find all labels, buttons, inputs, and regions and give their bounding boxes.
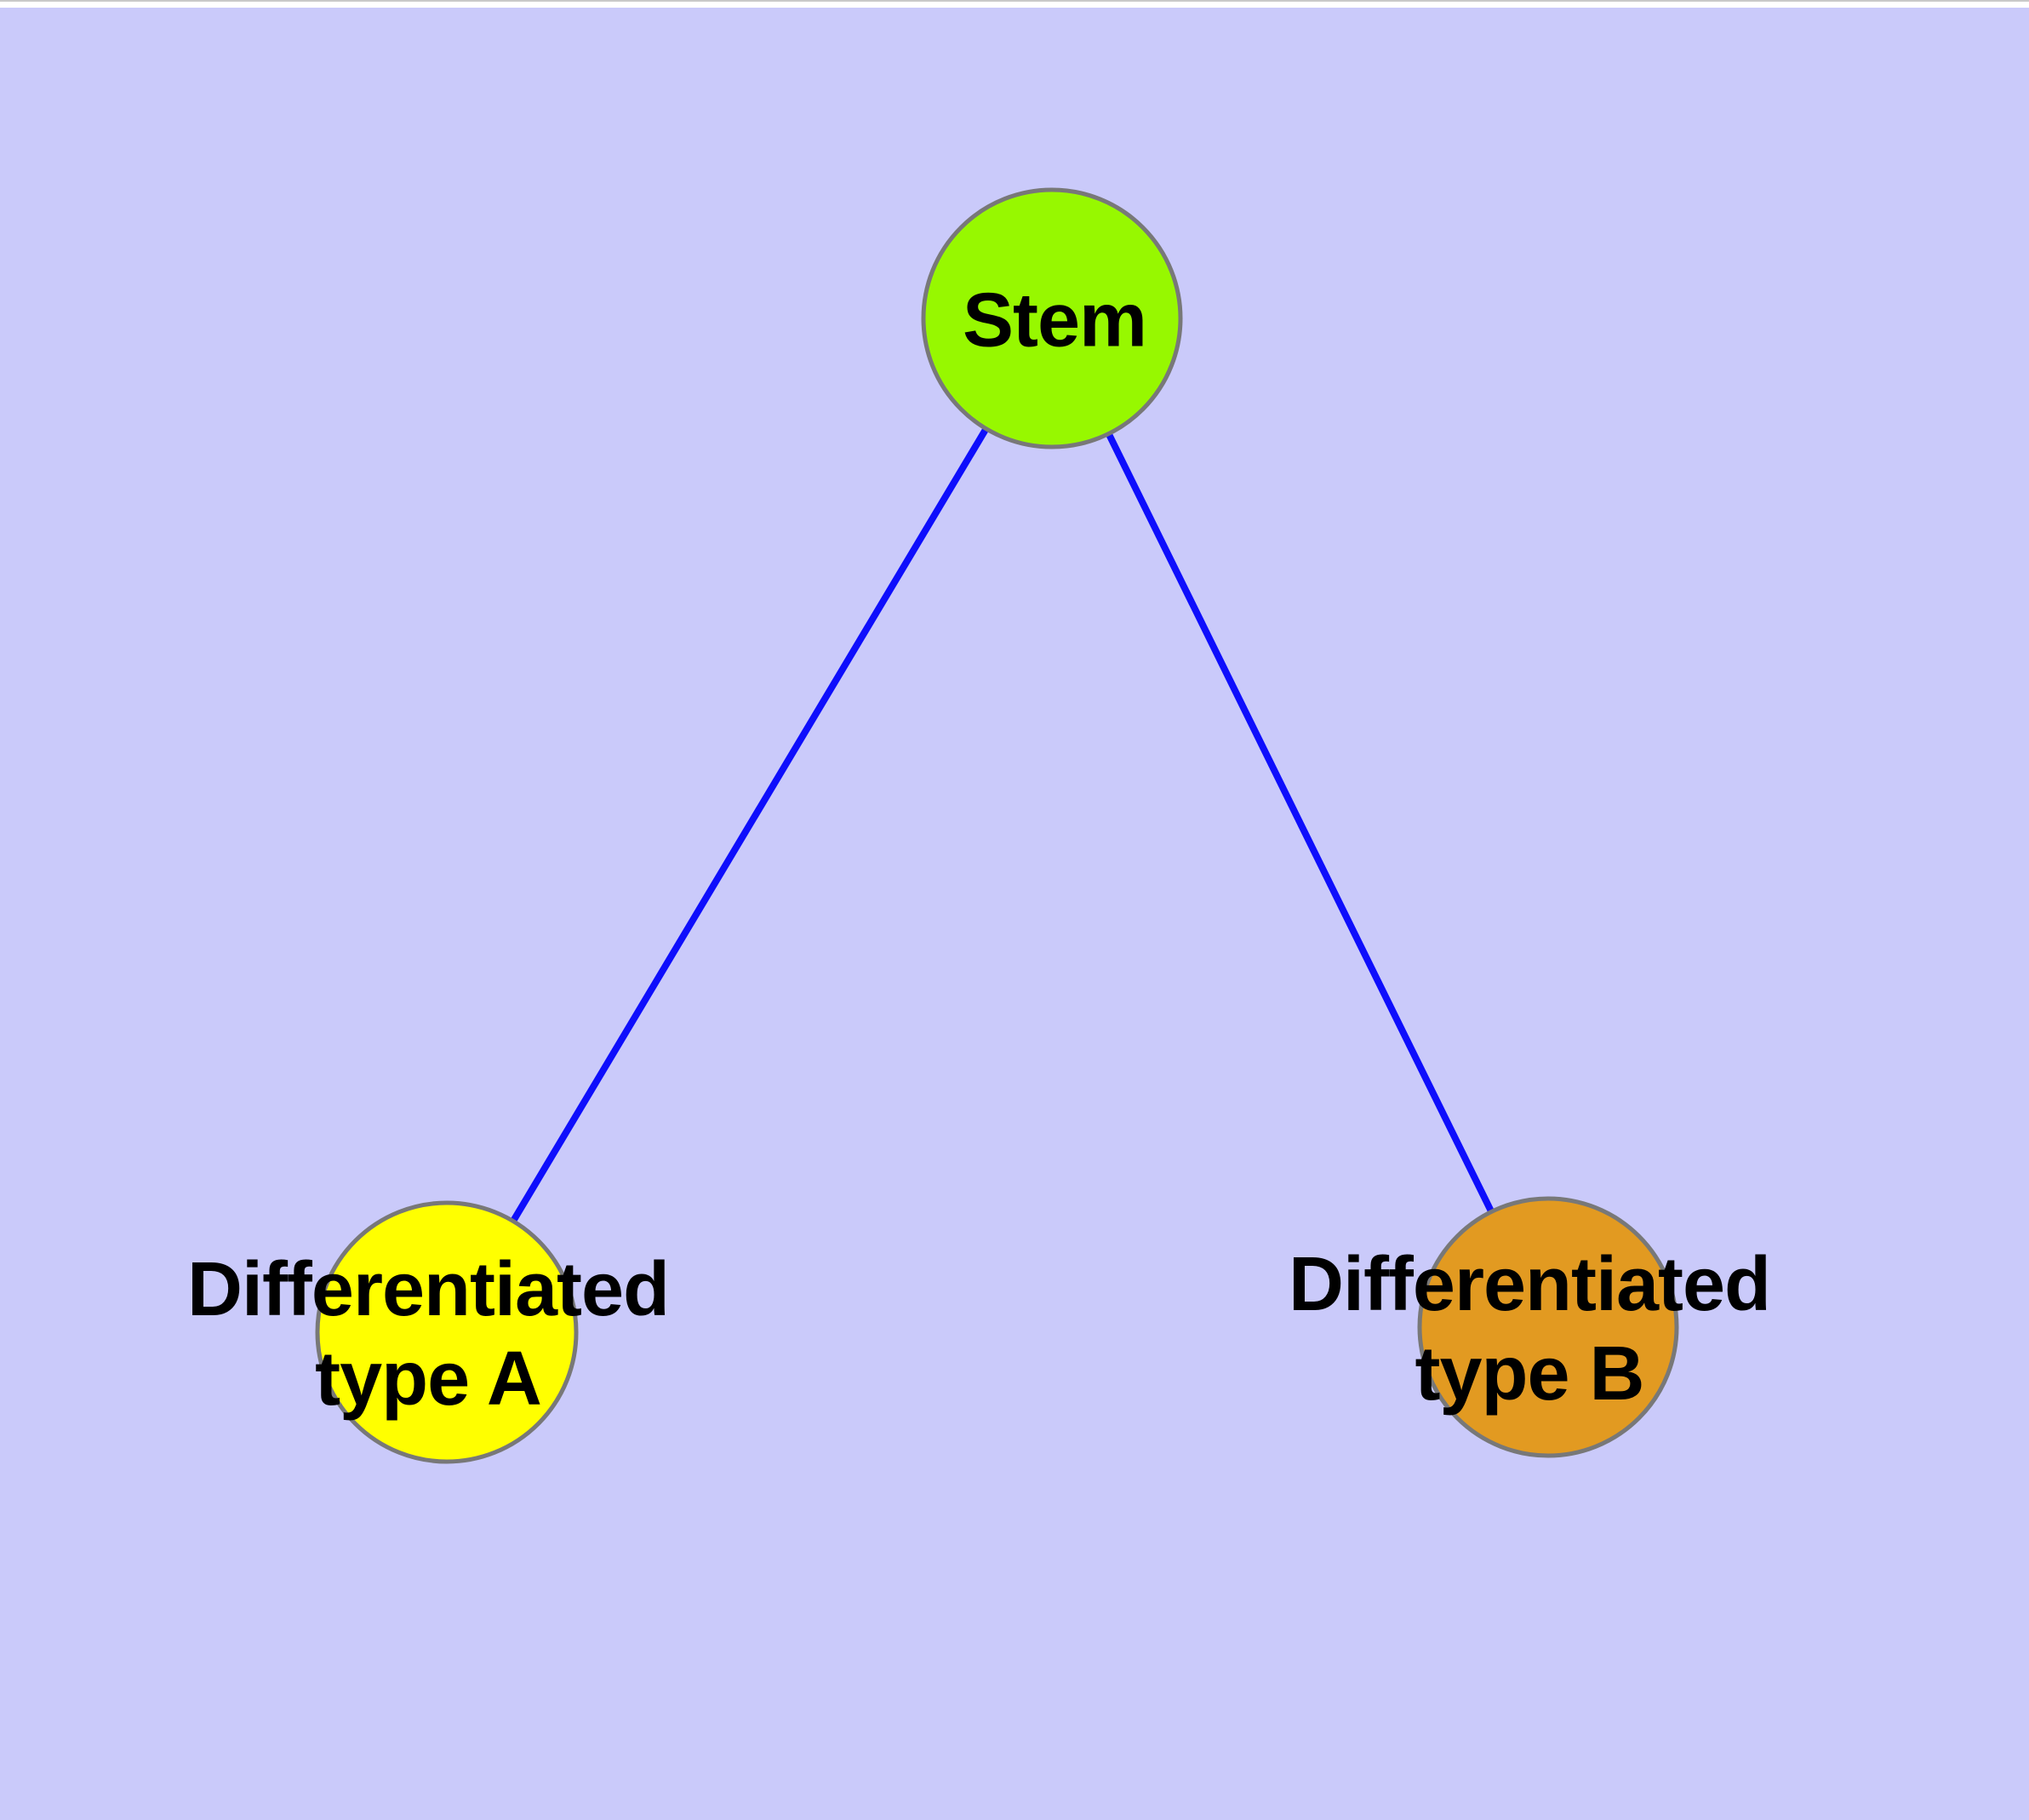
- edge-stem-diff-a: [443, 316, 1055, 1335]
- node-diff-a-circle: [315, 1200, 579, 1464]
- window-top-strip: [0, 0, 2029, 8]
- node-stem-label: Stem: [963, 278, 1146, 363]
- edge-stem-diff-b: [1049, 317, 1552, 1329]
- node-stem-circle: [921, 187, 1183, 449]
- node-diff-b-circle: [1417, 1196, 1679, 1458]
